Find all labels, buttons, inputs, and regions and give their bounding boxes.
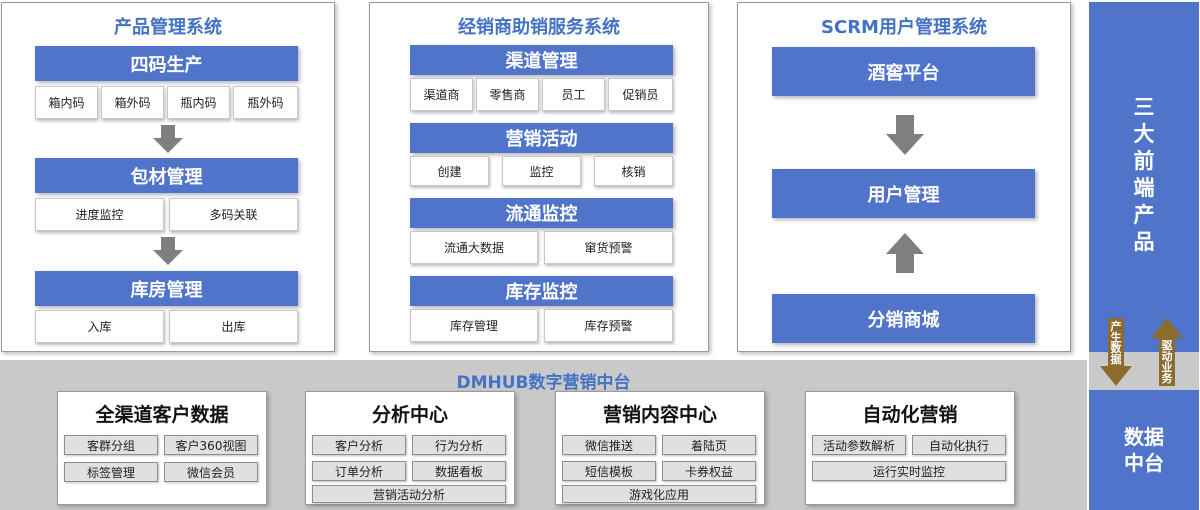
channel-item-dealer[interactable]: 渠道商 [410, 78, 473, 111]
up-arrow-icon [886, 233, 924, 273]
chip-gamification-app[interactable]: 游戏化应用 [562, 485, 756, 503]
chip-campaign-analysis[interactable]: 营销活动分析 [312, 485, 506, 503]
analytics-center-module: 分析中心 客户分析 行为分析 订单分析 数据看板 营销活动分析 [305, 391, 515, 505]
channel-item-promoter[interactable]: 促销员 [608, 78, 673, 111]
front-products-sidebar: 三大前端产品 [1089, 2, 1199, 352]
circulation-item-bigdata[interactable]: 流通大数据 [410, 231, 538, 264]
drive-business-label: 驱动业务 [1161, 339, 1173, 385]
module-title: 自动化营销 [862, 404, 958, 426]
code-item-box-outer[interactable]: 箱外码 [101, 86, 164, 119]
data-center-sidebar: 数据中台 [1089, 390, 1199, 510]
chip-customer-grouping[interactable]: 客群分组 [64, 435, 158, 455]
cellar-platform-bar[interactable]: 酒窖平台 [772, 47, 1035, 96]
packaging-item-multicode[interactable]: 多码关联 [169, 198, 298, 231]
automated-marketing-module: 自动化营销 活动参数解析 自动化执行 运行实时监控 [805, 391, 1015, 505]
scrm-system-title: SCRM用户管理系统 [821, 17, 987, 38]
channel-bar[interactable]: 渠道管理 [410, 45, 673, 75]
marketing-item-create[interactable]: 创建 [410, 156, 489, 186]
scrm-system-panel: SCRM用户管理系统 酒窖平台 用户管理 分销商城 [737, 2, 1071, 352]
packaging-item-progress[interactable]: 进度监控 [35, 198, 164, 231]
module-title: 分析中心 [371, 404, 448, 426]
code-item-box-inner[interactable]: 箱内码 [35, 86, 98, 119]
inventory-item-manage[interactable]: 库存管理 [410, 309, 538, 342]
drive-business-arrow-icon: 驱动业务 [1151, 318, 1183, 386]
module-title: 营销内容中心 [602, 404, 717, 426]
marketing-item-monitor[interactable]: 监控 [502, 156, 581, 186]
channel-item-staff[interactable]: 员工 [542, 78, 605, 111]
chip-automation-execute[interactable]: 自动化执行 [912, 435, 1006, 455]
chip-sms-template[interactable]: 短信模板 [562, 461, 656, 481]
marketing-content-center-module: 营销内容中心 微信推送 着陆页 短信模板 卡券权益 游戏化应用 [555, 391, 765, 505]
chip-wechat-member[interactable]: 微信会员 [164, 462, 258, 482]
inventory-bar[interactable]: 库存监控 [410, 276, 673, 306]
module-title: 全渠道客户数据 [95, 404, 229, 426]
data-center-label: 数据中台 [1124, 425, 1164, 475]
chip-activity-param-parse[interactable]: 活动参数解析 [812, 435, 906, 455]
chip-customer-analysis[interactable]: 客户分析 [312, 435, 406, 455]
chip-order-analysis[interactable]: 订单分析 [312, 461, 406, 481]
chip-landing-page[interactable]: 着陆页 [662, 435, 756, 455]
packaging-bar[interactable]: 包材管理 [35, 158, 298, 193]
down-arrow-icon [153, 237, 183, 265]
warehouse-bar[interactable]: 库房管理 [35, 271, 298, 306]
code-item-bottle-inner[interactable]: 瓶内码 [167, 86, 230, 119]
down-arrow-icon [153, 125, 183, 153]
chip-data-dashboard[interactable]: 数据看板 [412, 461, 506, 481]
warehouse-item-out[interactable]: 出库 [169, 310, 298, 343]
circulation-bar[interactable]: 流通监控 [410, 198, 673, 228]
chip-behavior-analysis[interactable]: 行为分析 [412, 435, 506, 455]
code-production-bar[interactable]: 四码生产 [35, 46, 298, 81]
marketing-item-verify[interactable]: 核销 [594, 156, 673, 186]
produce-data-label: 产生数据 [1110, 320, 1122, 366]
front-products-label: 三大前端产品 [1133, 95, 1155, 254]
down-arrow-icon [886, 115, 924, 155]
circulation-item-alert[interactable]: 窜货预警 [544, 231, 673, 264]
chip-coupon-benefits[interactable]: 卡券权益 [662, 461, 756, 481]
produce-data-arrow-icon: 产生数据 [1100, 318, 1132, 386]
dealer-system-title: 经销商助销服务系统 [458, 17, 620, 38]
code-item-bottle-outer[interactable]: 瓶外码 [233, 86, 298, 119]
distribution-mall-bar[interactable]: 分销商城 [772, 294, 1035, 343]
product-system-title: 产品管理系统 [114, 17, 222, 38]
omnichannel-customer-data-module: 全渠道客户数据 客群分组 客户360视图 标签管理 微信会员 [57, 391, 267, 505]
inventory-item-alert[interactable]: 库存预警 [544, 309, 673, 342]
chip-tag-management[interactable]: 标签管理 [64, 462, 158, 482]
dmhub-title: DMHUB数字营销中台 [456, 373, 631, 393]
chip-wechat-push[interactable]: 微信推送 [562, 435, 656, 455]
channel-item-retailer[interactable]: 零售商 [476, 78, 539, 111]
dmhub-area: DMHUB数字营销中台 全渠道客户数据 客群分组 客户360视图 标签管理 微信… [0, 360, 1087, 510]
dealer-system-panel: 经销商助销服务系统 渠道管理 渠道商 零售商 员工 促销员 营销活动 创建 监控… [369, 2, 709, 352]
warehouse-item-in[interactable]: 入库 [35, 310, 164, 343]
chip-realtime-monitor[interactable]: 运行实时监控 [812, 461, 1006, 481]
product-system-panel: 产品管理系统 四码生产 箱内码 箱外码 瓶内码 瓶外码 包材管理 进度监控 多码… [1, 2, 335, 352]
user-management-bar[interactable]: 用户管理 [772, 169, 1035, 218]
marketing-bar[interactable]: 营销活动 [410, 123, 673, 153]
chip-customer-360-view[interactable]: 客户360视图 [164, 435, 258, 455]
